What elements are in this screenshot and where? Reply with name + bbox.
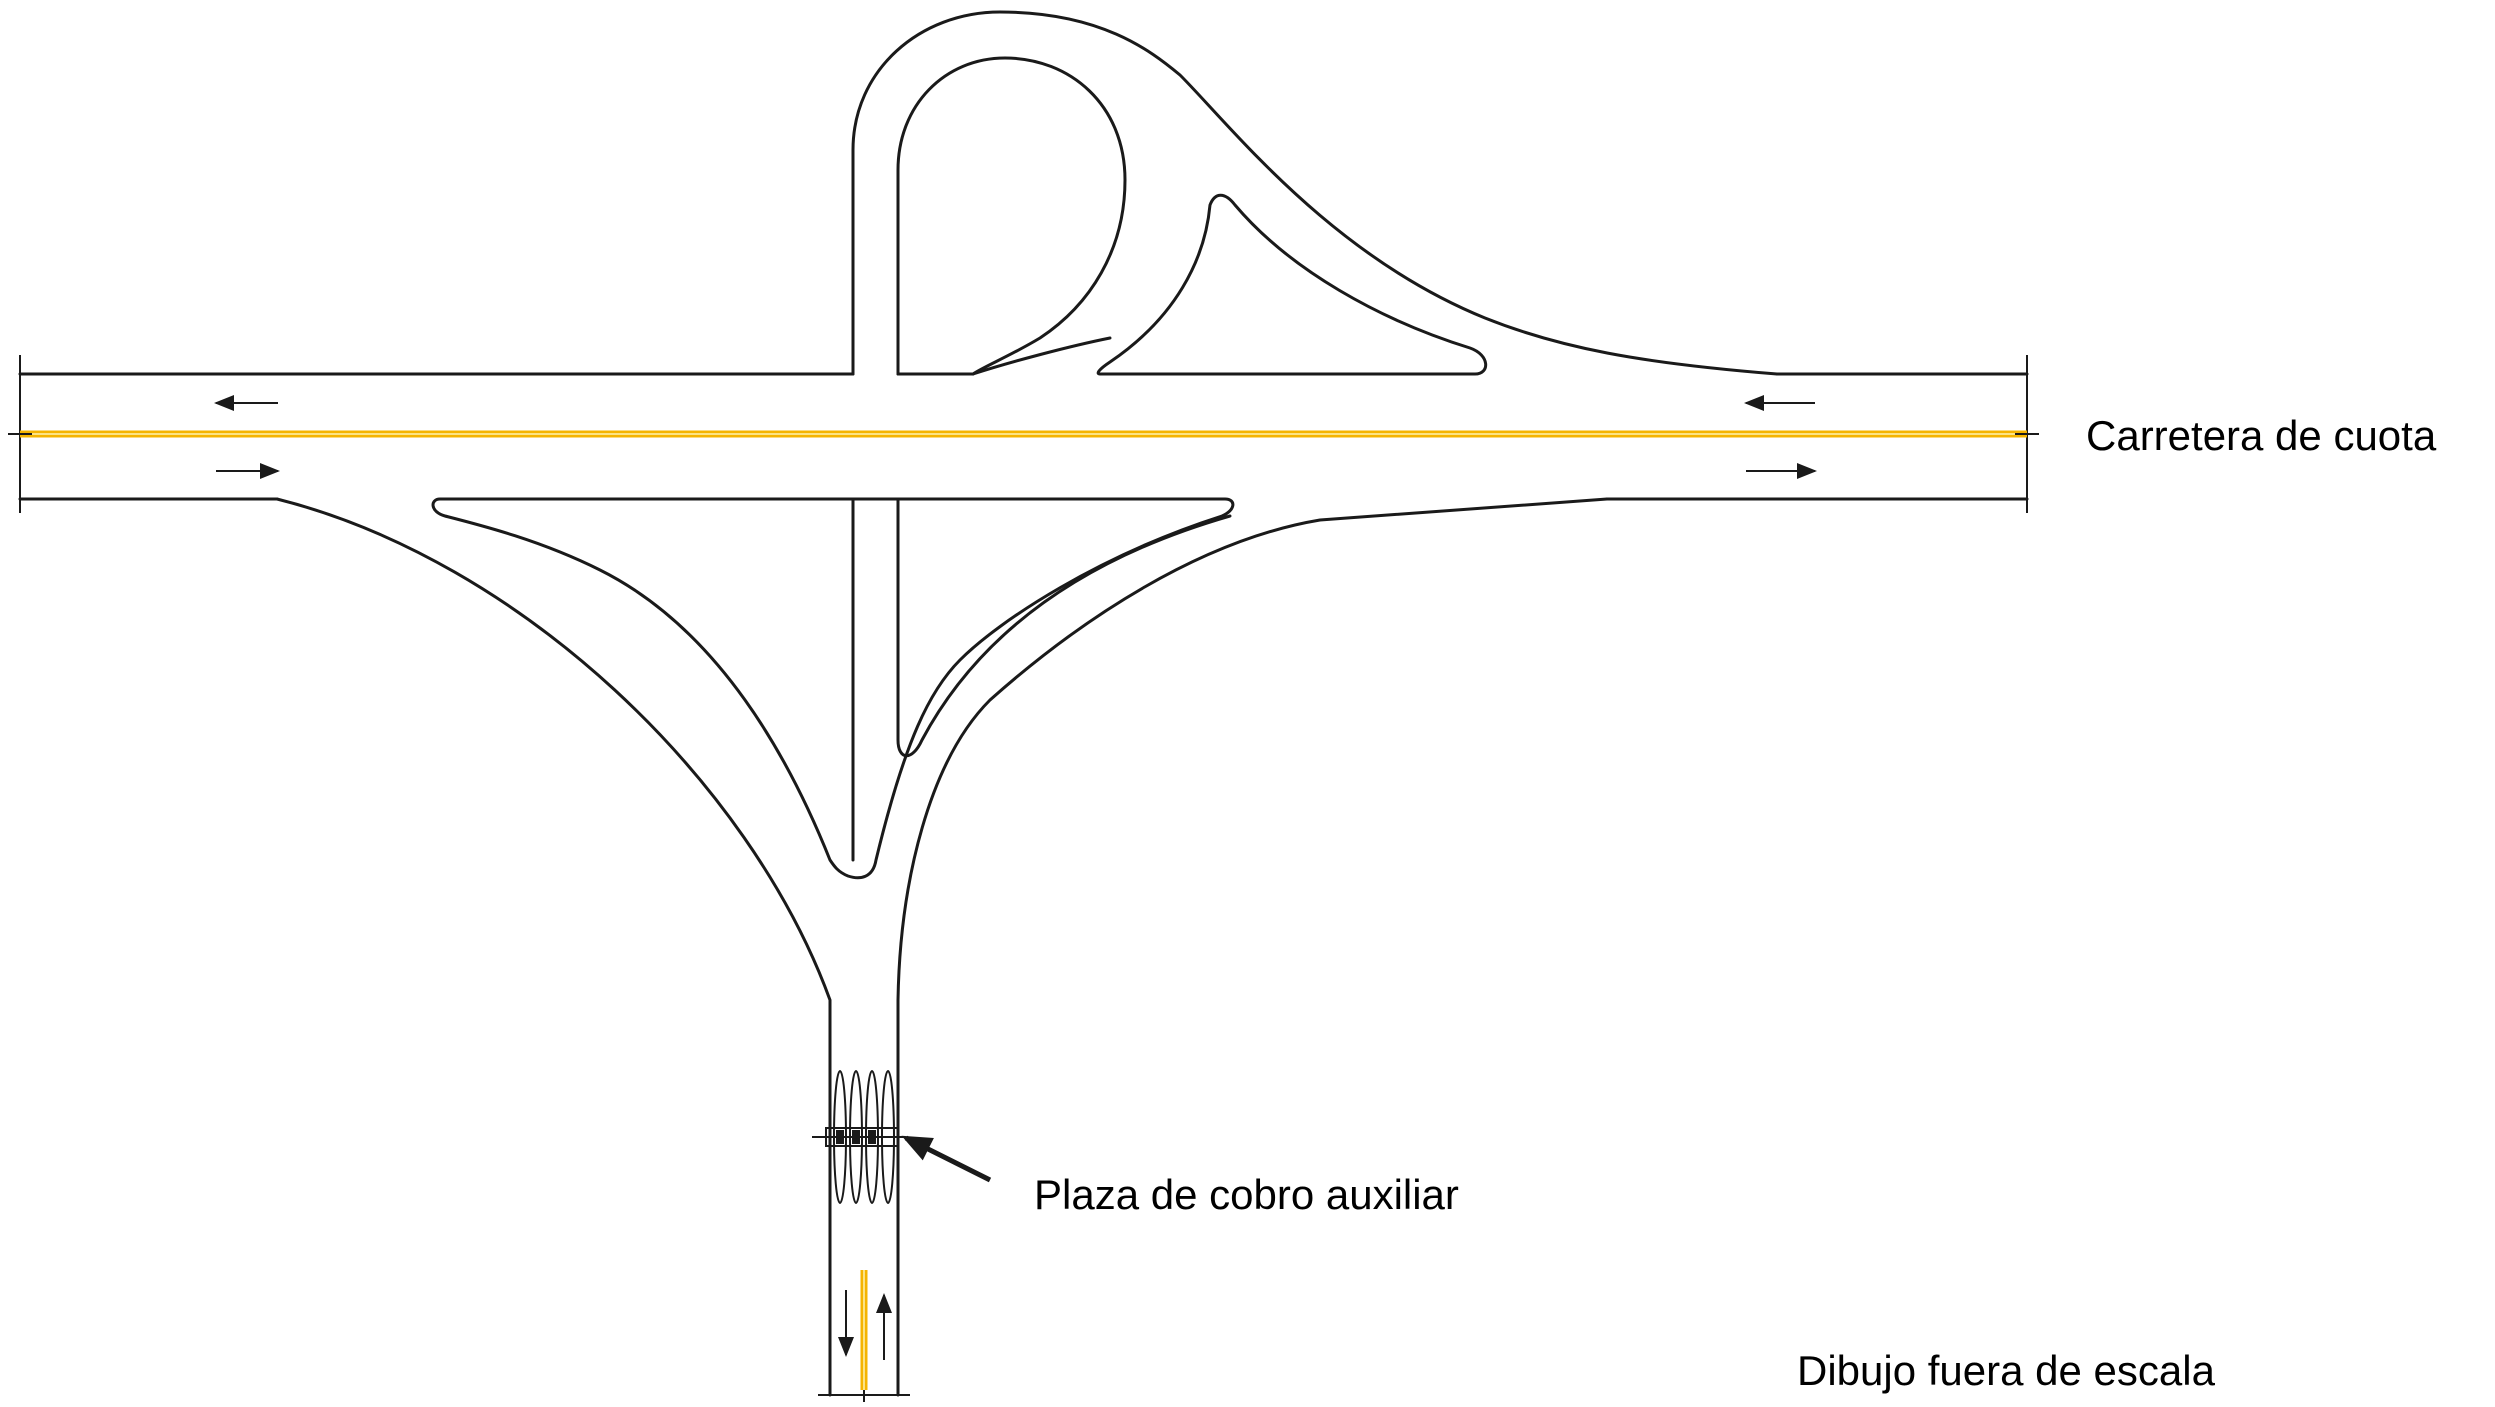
toll-plaza — [812, 1070, 992, 1204]
toll-booth-icon — [849, 1070, 863, 1204]
highway-label: Carretera de cuota — [2086, 412, 2437, 459]
connector-right-edge — [896, 497, 1609, 1397]
south-connector — [275, 497, 1609, 1402]
loop-inner-edge — [896, 56, 1127, 376]
highway — [8, 336, 2039, 513]
toll-booth-icon — [868, 1130, 876, 1144]
loop-outer-edge — [851, 10, 1779, 376]
toll-plaza-label: Plaza de cobro auxiliar — [1034, 1171, 1459, 1218]
pointer-arrow-icon — [901, 1135, 992, 1183]
toll-booth-icon — [836, 1130, 844, 1144]
island-northeast — [1096, 193, 1488, 376]
island-southwest — [431, 497, 1235, 880]
connector-left-edge — [275, 497, 832, 1397]
scale-note: Dibujo fuera de escala — [1797, 1347, 2215, 1394]
loop-ramp — [851, 10, 1779, 376]
ramp-right-edge — [896, 497, 1232, 758]
loop-exit-edge — [971, 336, 1112, 376]
toll-booth-icon — [852, 1130, 860, 1144]
toll-booth-icon — [833, 1070, 847, 1204]
toll-booth-icon — [865, 1070, 879, 1204]
toll-booth-icon — [881, 1070, 895, 1204]
